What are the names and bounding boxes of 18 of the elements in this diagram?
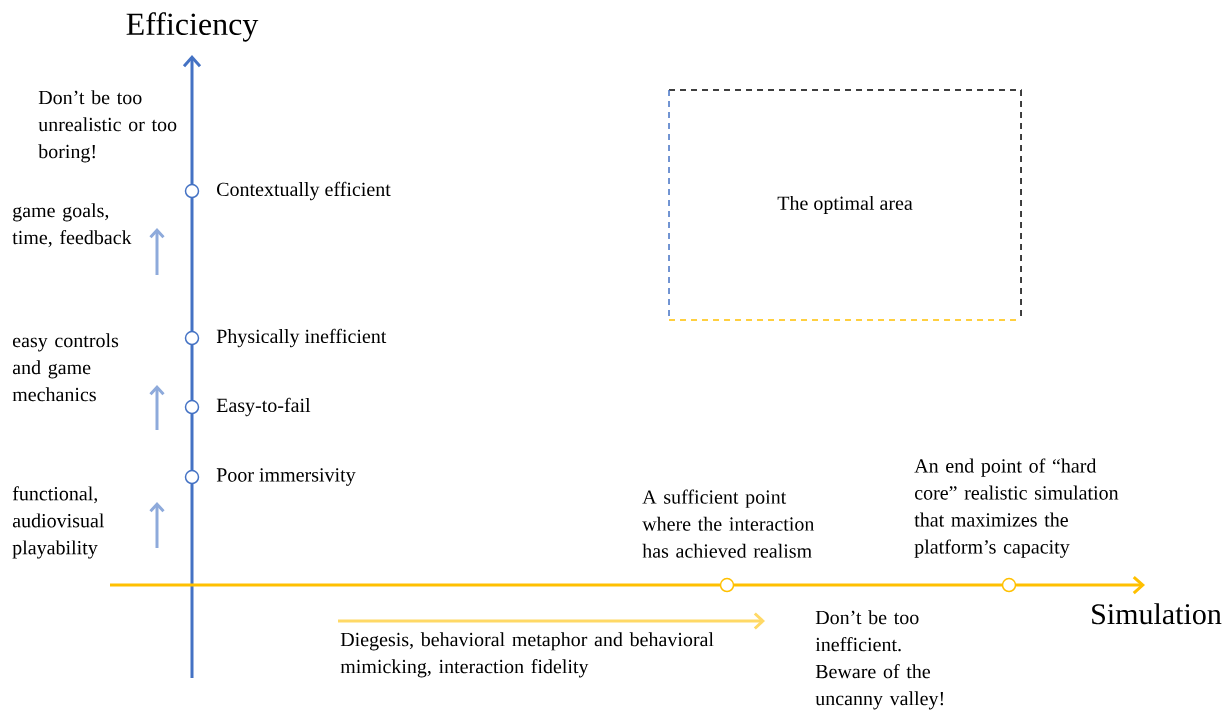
point-marker <box>184 183 200 199</box>
point-marker <box>719 577 735 593</box>
point-label: Poor immersivity <box>216 468 356 486</box>
note: Don’t be too inefficient. Beware of the uncanny valley! <box>815 610 943 710</box>
point-label: A sufficient point where the interaction has achieved realism <box>642 489 815 558</box>
note: game goals, time, feedback <box>12 203 132 248</box>
point-label: Contextually efficient <box>217 181 391 201</box>
point-label: Easy-to-fail <box>216 397 311 417</box>
note: functional, audiovisual playability <box>12 486 104 559</box>
point-label: An end point of “hard core” realistic simulation that maximizes the platform’s capacity <box>914 458 1119 558</box>
point-marker <box>184 330 200 346</box>
axis-title: Efficiency <box>126 12 259 42</box>
note: easy controls and game mechanics <box>12 333 119 402</box>
point-marker <box>1001 577 1017 593</box>
point-marker <box>184 399 200 415</box>
point-label: Physically inefficient <box>216 328 387 348</box>
point-marker <box>184 469 200 485</box>
dashed-area-box: The optimal area <box>668 89 1022 321</box>
